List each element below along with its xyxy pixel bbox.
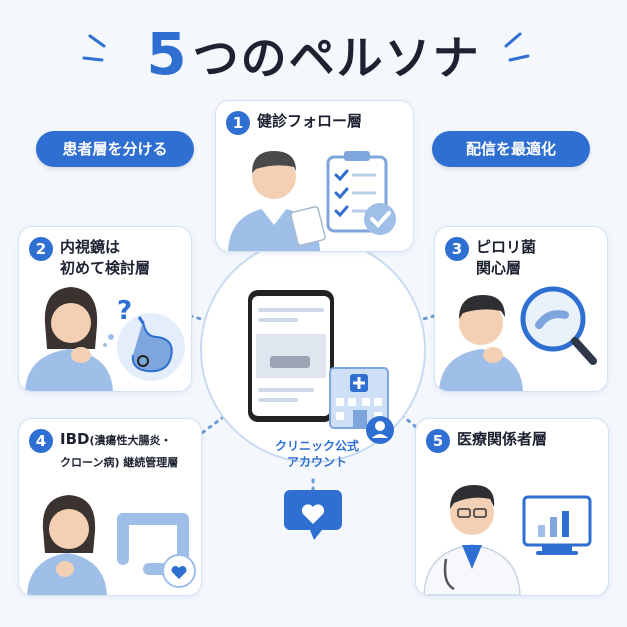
stomach-endoscope-icon — [117, 313, 185, 381]
persona-card-5: 5 医療関係者層 — [415, 418, 609, 596]
persona-title: 医療関係者層 — [457, 430, 548, 448]
magnifier-bacteria-icon — [520, 286, 597, 365]
persona-title: IBD(潰瘍性大腸炎・クローン病) 継続管理層 — [60, 430, 179, 469]
persona-card-1: 1 健診フォロー層 — [215, 100, 414, 252]
persona-number-badge: 1 — [226, 111, 250, 135]
pill-optimize-delivery: 配信を最適化 — [432, 131, 590, 167]
question-mark-icon: ? — [103, 296, 132, 347]
title-sparkle-icon — [82, 32, 530, 62]
persona-number-badge: 4 — [29, 429, 53, 453]
page-title: 5つのペルソナ — [0, 22, 627, 90]
intestine-heart-icon — [117, 513, 196, 588]
svg-text:?: ? — [117, 296, 132, 326]
title-number: 5 — [146, 20, 189, 88]
persona-number-badge: 3 — [445, 237, 469, 261]
doctor-white-coat-avatar-icon — [423, 485, 521, 595]
man-thinking-avatar-icon — [439, 295, 523, 391]
monitor-chart-icon — [522, 495, 592, 555]
clinic-account-label: クリニック公式アカウント — [274, 439, 359, 469]
woman-thinking-avatar-icon — [25, 287, 113, 391]
clipboard-checklist-icon — [326, 151, 396, 235]
persona-card-2: 2 内視鏡は初めて検討層 ? — [18, 226, 192, 392]
persona-number-badge: 2 — [29, 237, 53, 261]
persona-title: ピロリ菌関心層 — [476, 238, 537, 277]
persona-title: 内視鏡は初めて検討層 — [60, 238, 151, 277]
persona-number-badge: 5 — [426, 429, 450, 453]
woman-avatar-icon — [27, 495, 107, 595]
persona-card-4: 4 IBD(潰瘍性大腸炎・クローン病) 継続管理層 — [18, 418, 202, 596]
persona-card-3: 3 ピロリ菌関心層 — [434, 226, 608, 392]
pill-segment-patients: 患者層を分ける — [36, 131, 194, 167]
title-text: つのペルソナ — [192, 31, 481, 85]
persona-title: 健診フォロー層 — [257, 112, 363, 130]
